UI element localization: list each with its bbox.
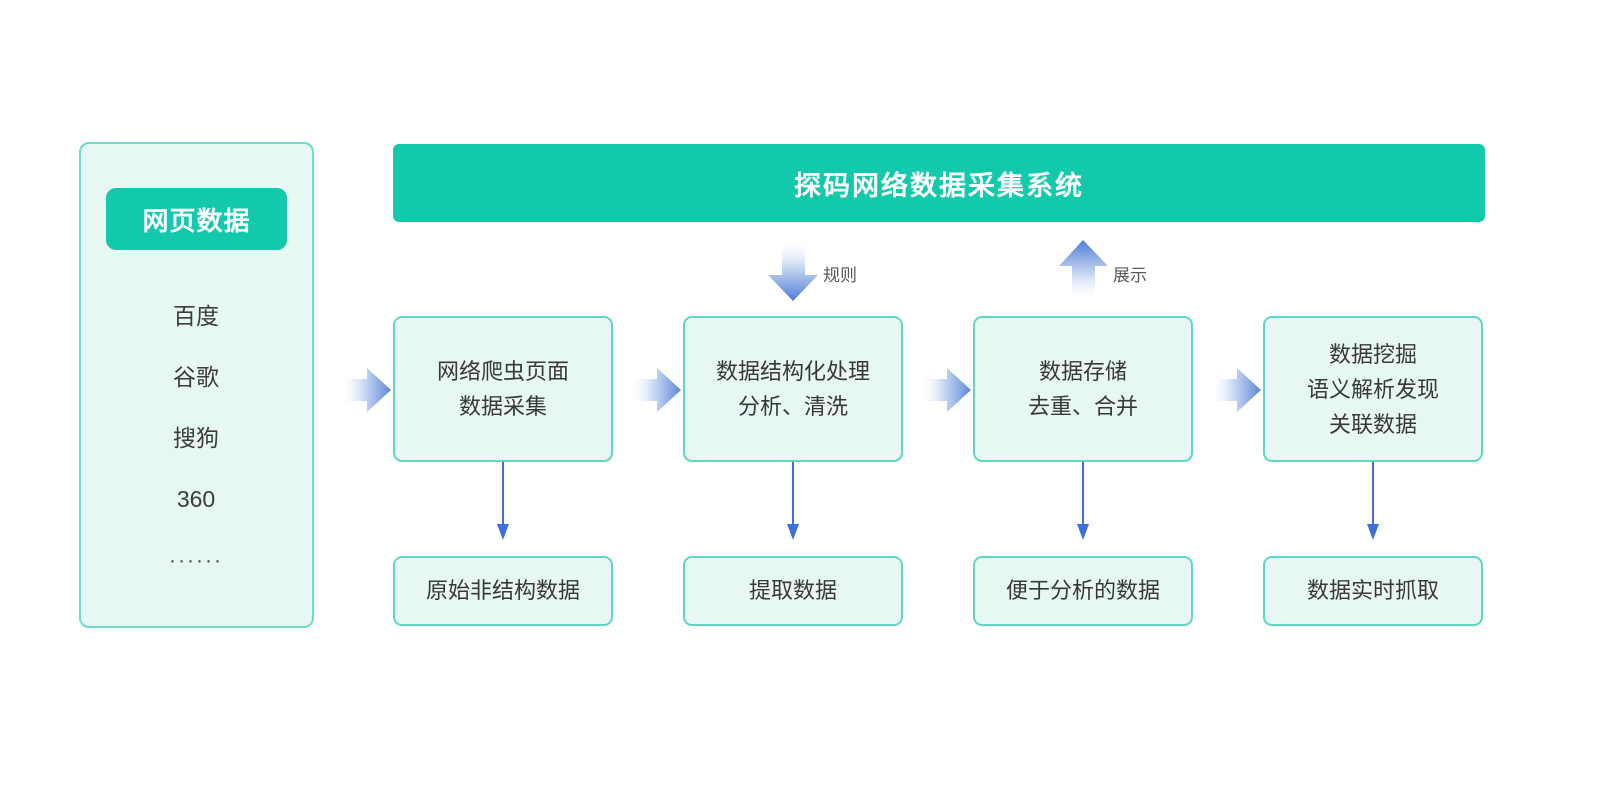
arrow-right-icon-3 <box>1211 368 1261 412</box>
connector-4 <box>1367 462 1379 540</box>
list-item-ellipsis: ······ <box>169 549 223 572</box>
connector-3 <box>1077 462 1089 540</box>
arrow-up-icon <box>1059 240 1108 301</box>
arrow-down-icon <box>768 240 818 301</box>
process-step-1-label: 网络爬虫页面 数据采集 <box>436 359 569 419</box>
list-item: 百度 <box>173 303 219 329</box>
arrow-label-display: 展示 <box>1113 266 1147 285</box>
process-step-3-label: 数据存储 去重、合并 <box>1027 359 1138 419</box>
arrow-right-icon-1 <box>631 368 681 412</box>
process-step-3[interactable]: 数据存储 去重、合并 <box>973 316 1193 462</box>
source-list: 百度 谷歌 搜狗 360 ······ <box>96 286 296 591</box>
arrow-right-icon-entry <box>341 368 391 412</box>
result-step-3-label: 便于分析的数据 <box>1005 578 1160 603</box>
process-step-1[interactable]: 网络爬虫页面 数据采集 <box>393 316 613 462</box>
result-step-3[interactable]: 便于分析的数据 <box>973 556 1193 626</box>
process-step-4-label: 数据挖掘 语义解析发现 关联数据 <box>1306 341 1439 437</box>
connector-1 <box>497 462 509 540</box>
arrow-label-rule: 规则 <box>823 266 857 285</box>
process-step-4[interactable]: 数据挖掘 语义解析发现 关联数据 <box>1263 316 1483 462</box>
system-banner-title: 探码网络数据采集系统 <box>393 144 1485 222</box>
list-item: 搜狗 <box>173 425 219 451</box>
result-step-1-label: 原始非结构数据 <box>425 578 580 603</box>
process-step-2-label: 数据结构化处理 分析、清洗 <box>715 359 870 419</box>
result-step-1[interactable]: 原始非结构数据 <box>393 556 613 626</box>
result-step-4-label: 数据实时抓取 <box>1306 578 1439 603</box>
result-step-2-label: 提取数据 <box>748 578 837 603</box>
result-step-4[interactable]: 数据实时抓取 <box>1263 556 1483 626</box>
source-panel-tag: 网页数据 <box>106 188 287 250</box>
process-step-2[interactable]: 数据结构化处理 分析、清洗 <box>683 316 903 462</box>
list-item: 谷歌 <box>173 364 219 390</box>
list-item: 360 <box>176 486 216 512</box>
connector-2 <box>787 462 799 540</box>
result-step-2[interactable]: 提取数据 <box>683 556 903 626</box>
arrow-right-icon-2 <box>921 368 971 412</box>
